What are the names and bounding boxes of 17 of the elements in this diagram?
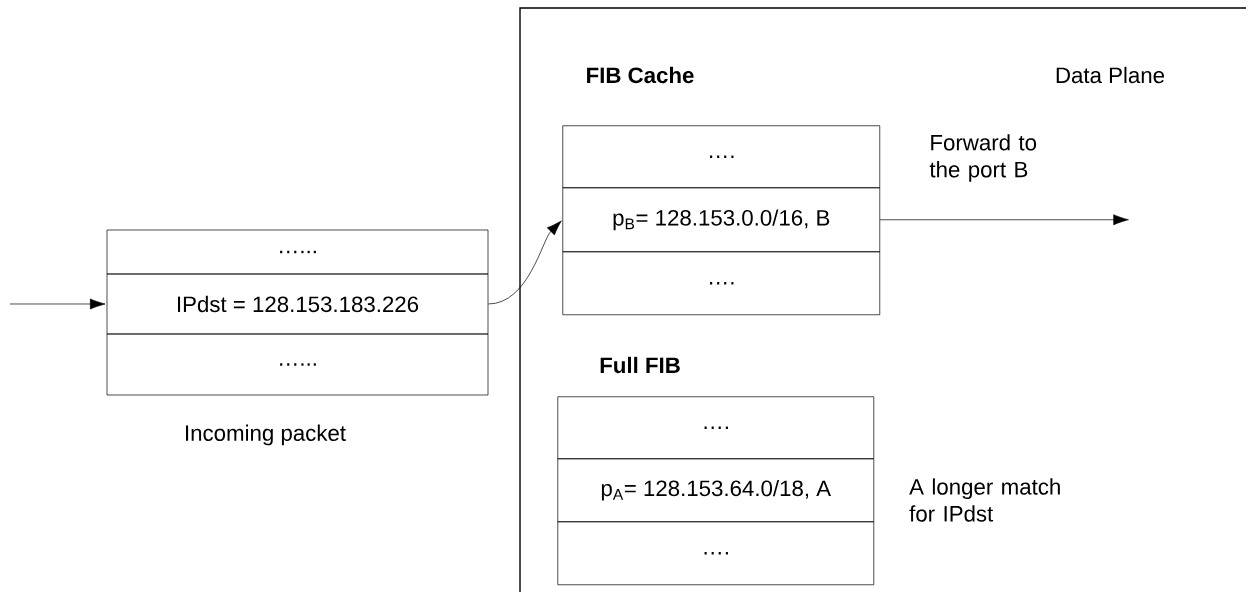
heading: FIB Cache xyxy=(587,66,694,84)
table-cell: …... xyxy=(106,333,489,396)
arrow xyxy=(9,298,106,310)
table-cell: …. xyxy=(562,251,881,316)
table-cell: p$_{B}$= 128.153.0.0/16, B xyxy=(562,187,881,253)
table-cell: …. xyxy=(557,396,875,460)
heading: Full FIB xyxy=(600,356,680,374)
arrow xyxy=(488,220,562,305)
arrow xyxy=(879,214,1129,226)
edge-label: Forward to the port B xyxy=(929,134,1037,182)
table-cell: p$_{A}$= 128.153.64.0/18, A xyxy=(557,458,875,523)
table-cell: IPdst = 128.153.183.226 xyxy=(106,273,489,335)
table-cell: …. xyxy=(557,521,875,586)
table-cell: …. xyxy=(562,125,881,189)
note: A longer match for IPdst xyxy=(909,478,1060,522)
heading: Incoming packet xyxy=(186,424,346,446)
table-cell: …... xyxy=(106,229,489,275)
